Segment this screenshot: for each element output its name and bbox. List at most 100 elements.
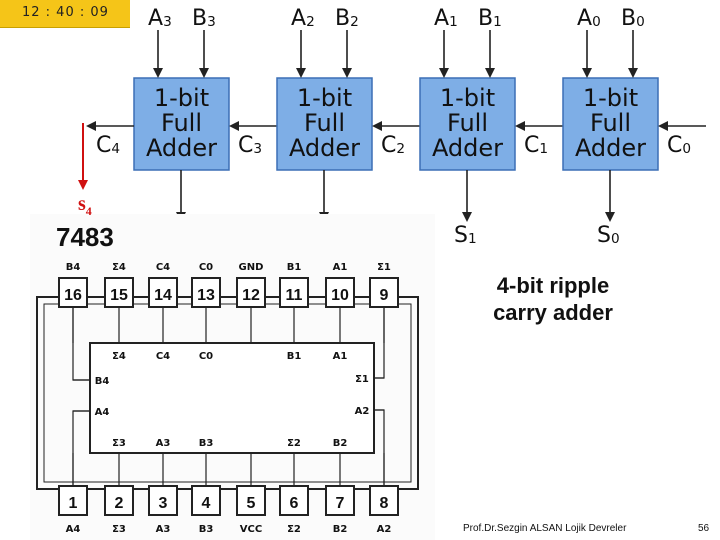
inner-bottom-label: B2: [333, 438, 348, 449]
top-pin-label: Σ4: [112, 262, 126, 273]
bottom-pin-box: [236, 485, 266, 516]
bottom-pin-6: 6Σ2: [279, 453, 309, 535]
sum-msb-label: s4: [78, 193, 92, 218]
title-line-2: carry adder: [493, 300, 613, 325]
inner-top-label: C4: [156, 351, 170, 362]
bottom-pin-number: 8: [380, 495, 389, 512]
bottom-pin-box: [191, 485, 221, 516]
route-a4: [72, 410, 90, 486]
full-adder-label-line: Full: [447, 109, 488, 137]
chip-outer-inner: [43, 303, 412, 483]
full-adder-box: [276, 77, 373, 171]
bottom-pin-7: 7B2: [325, 453, 355, 535]
top-pin-number: 13: [197, 287, 215, 304]
top-pin-box: [279, 277, 309, 308]
page-number: 56: [698, 523, 710, 534]
full-adder-box: [419, 77, 516, 171]
top-pin-number: 16: [64, 287, 82, 304]
route-s1: [374, 307, 385, 379]
chip-name: 7483: [56, 222, 114, 252]
bottom-pin-number: 7: [336, 495, 345, 512]
top-pin-label: Σ1: [377, 262, 391, 273]
footer-author: Prof.Dr.Sezgin ALSAN Lojik Devreler: [463, 523, 627, 534]
full-adder-1: 1-bitFullAdderA2B2S2C2: [276, 6, 420, 248]
full-adder-label-line: Full: [590, 109, 631, 137]
full-adder-label-line: 1-bit: [583, 84, 638, 112]
top-pin-number: 9: [380, 287, 389, 304]
inner-bottom-label: B3: [199, 438, 214, 449]
inner-right-label: Σ1: [355, 374, 369, 385]
full-adder-label-line: 1-bit: [440, 84, 495, 112]
input-a-label: A1: [434, 6, 458, 31]
top-pin-number: 12: [242, 287, 260, 304]
inner-top-label: A1: [333, 351, 348, 362]
bottom-pin-number: 6: [290, 495, 299, 512]
timer-badge: 12 : 40 : 09: [0, 0, 130, 28]
inner-top-label: B1: [287, 351, 302, 362]
full-adder-0: 1-bitFullAdderA3B3S3C3: [133, 6, 277, 248]
sum-output-label: S1: [454, 223, 477, 248]
top-pin-12: GND 12: [236, 262, 266, 343]
top-pin-number: 10: [331, 287, 349, 304]
carry-out-label: C4: [96, 133, 120, 158]
top-pin-box: [325, 277, 355, 308]
bottom-pin-label: A4: [66, 524, 81, 535]
bottom-pin-4: 4B3: [191, 453, 221, 535]
bottom-pin-8: 8A2: [369, 453, 399, 535]
input-b-label: B2: [335, 6, 359, 31]
input-b-label: B0: [621, 6, 645, 31]
top-pin-label: A1: [333, 262, 348, 273]
top-pin-9: Σ1 9: [369, 262, 399, 343]
input-a-label: A2: [291, 6, 315, 31]
bottom-pin-number: 2: [115, 495, 124, 512]
bottom-pin-box: [279, 485, 309, 516]
full-adder-label-line: Adder: [289, 134, 360, 162]
inner-left-label: A4: [95, 407, 110, 418]
full-adder-label-line: Adder: [146, 134, 217, 162]
bottom-pin-label: VCC: [240, 524, 262, 535]
inner-bottom-label: Σ2: [287, 438, 301, 449]
bottom-pin-label: B3: [199, 524, 214, 535]
full-adder-label-line: Adder: [432, 134, 503, 162]
bottom-pin-label: Σ3: [112, 524, 126, 535]
inner-bottom-label: Σ3: [112, 438, 126, 449]
chip-outer-body: [36, 296, 419, 490]
top-pin-10: A1 10: [325, 262, 355, 343]
bottom-pin-3: 3A3: [148, 453, 178, 535]
bottom-pin-number: 4: [202, 495, 211, 512]
bottom-pin-label: A2: [377, 524, 392, 535]
carry-in-label: C3: [238, 133, 262, 158]
input-a-label: A0: [577, 6, 601, 31]
top-pin-14: C4 14: [148, 262, 178, 343]
full-adder-box: [133, 77, 230, 171]
bottom-pin-box: [325, 485, 355, 516]
route-b4: [72, 307, 90, 381]
full-adder-label-line: 1-bit: [154, 84, 209, 112]
sum-output-label: S0: [597, 223, 620, 248]
bottom-pin-box: [104, 485, 134, 516]
title-line-1: 4-bit ripple: [496, 273, 610, 298]
inner-top-label: Σ4: [112, 351, 126, 362]
top-pin-box: [104, 277, 134, 308]
top-pin-label: GND: [239, 262, 264, 273]
carry-in-label: C1: [524, 133, 548, 158]
bottom-pin-label: A3: [156, 524, 171, 535]
top-pin-number: 14: [154, 287, 172, 304]
full-adder-label-line: 1-bit: [297, 84, 352, 112]
timer-text: 12 : 40 : 09: [22, 5, 109, 20]
bottom-pin-number: 1: [69, 495, 78, 512]
carry-in-label: C0: [667, 133, 691, 158]
carry-in-label: C2: [381, 133, 405, 158]
input-a-label: A3: [148, 6, 172, 31]
top-pin-box: [191, 277, 221, 308]
full-adder-label-line: Full: [304, 109, 345, 137]
top-pin-label: C4: [156, 262, 170, 273]
bottom-pin-box: [369, 485, 399, 516]
